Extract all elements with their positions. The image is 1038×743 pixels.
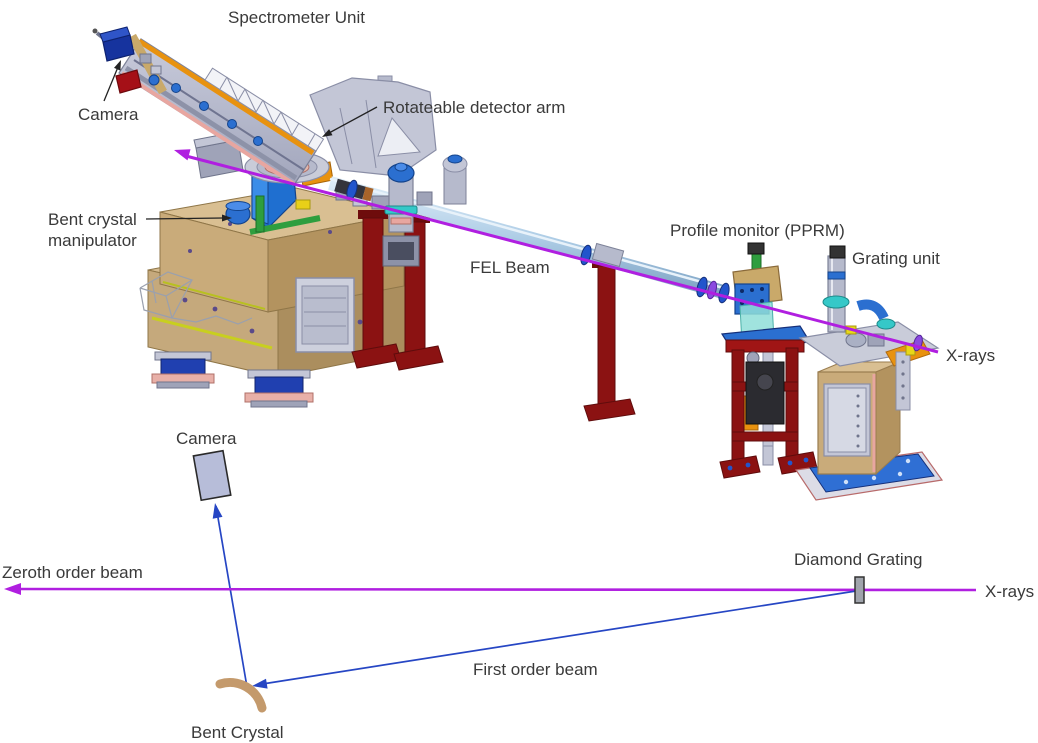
- xrays-label-top: X-rays: [946, 346, 995, 365]
- middle-support-pillar: [583, 258, 636, 422]
- diamond-grating-label: Diamond Grating: [794, 550, 923, 569]
- bent-crystal-label: Bent Crystal: [191, 723, 284, 742]
- detector-arm-leader-arrow: [322, 106, 378, 137]
- profile-monitor-assembly: [719, 242, 818, 479]
- bent-crystal-manipulator-label-line2: manipulator: [48, 231, 137, 250]
- camera-label-top: Camera: [78, 105, 139, 124]
- bent-crystal-leader-arrow: [145, 214, 232, 222]
- first-order-beam-label: First order beam: [473, 660, 598, 679]
- schematic-camera-rect: [192, 449, 232, 502]
- detector-arm-label: Rotateable detector arm: [383, 98, 565, 117]
- diagnostic-cross: [371, 154, 468, 267]
- crystal-to-camera-beam: [212, 503, 248, 688]
- bent-crystal-manipulator-label-line1: Bent crystal: [48, 210, 137, 229]
- grating-unit-assembly: [794, 245, 944, 501]
- beam-pipe-support-pillars: [351, 210, 444, 371]
- bent-crystal-arc: [215, 678, 267, 713]
- first-order-beam-line: [252, 590, 857, 689]
- bent-crystal-manipulator-device: [225, 201, 251, 225]
- camera-leader-arrow: [103, 60, 121, 102]
- cable-tray-wireframe: [139, 271, 253, 325]
- schematic-view: Camera Zeroth order beam Diamond Grating…: [2, 429, 1034, 742]
- granite-feet: [151, 351, 314, 408]
- fel-beam-label: FEL Beam: [470, 258, 550, 277]
- detector-arm-bracket: [309, 75, 437, 177]
- camera-assembly: [92, 26, 167, 95]
- camera-label-bottom: Camera: [176, 429, 237, 448]
- profile-monitor-label: Profile monitor (PPRM): [670, 221, 845, 240]
- zeroth-order-beam-label: Zeroth order beam: [2, 563, 143, 582]
- zeroth-order-beam-line: [4, 583, 977, 595]
- diamond-grating-rect: [854, 576, 865, 604]
- grating-unit-label: Grating unit: [852, 249, 940, 268]
- detector-arm: [118, 38, 325, 186]
- xrays-label-bottom: X-rays: [985, 582, 1034, 601]
- cad-3d-view: Spectrometer Unit Camera Rotateable dete…: [48, 8, 995, 501]
- fel-beam-arrow: [174, 149, 939, 354]
- spectrometer-unit-label: Spectrometer Unit: [228, 8, 365, 27]
